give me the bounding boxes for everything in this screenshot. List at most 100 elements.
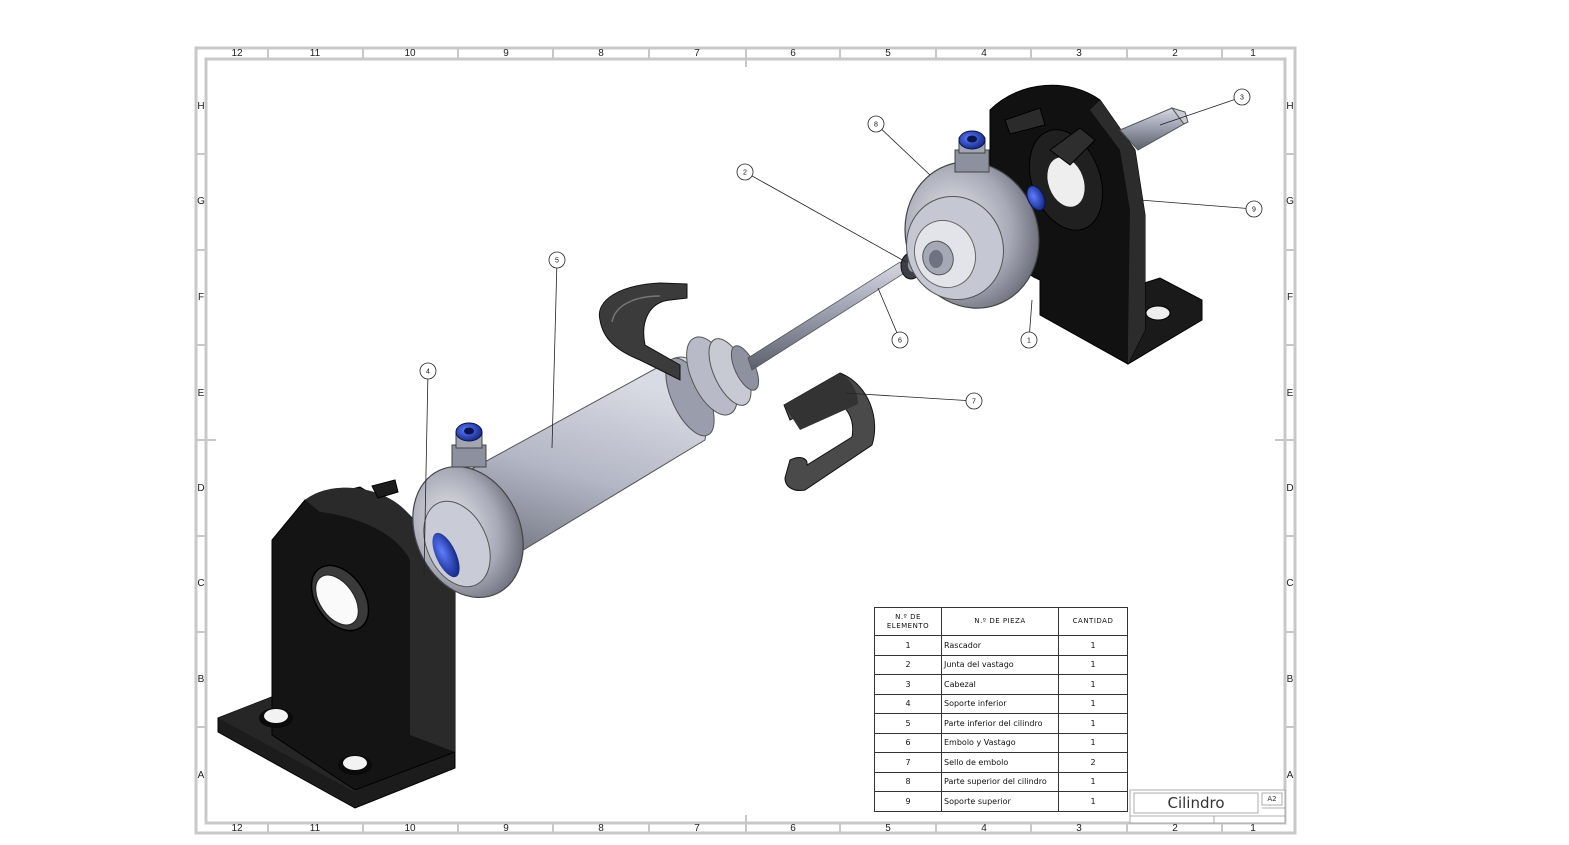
bom-item-number: 2	[874, 654, 942, 675]
balloon-2: 2	[736, 163, 754, 181]
zone-col-label: 8	[598, 823, 604, 834]
zone-row-label: G	[1286, 196, 1294, 207]
bom-row: 1 Rascador 1	[874, 635, 1128, 656]
zone-row-label: H	[1286, 101, 1293, 112]
lower-cylinder	[412, 336, 760, 599]
balloon-8: 8	[867, 115, 885, 133]
balloon-4-label: 4	[426, 369, 430, 376]
balloon-6: 6	[891, 331, 909, 349]
bom-header-part: N.º DE PIEZA	[941, 607, 1059, 636]
zone-row-label: F	[1287, 292, 1293, 303]
upper-seal	[598, 282, 688, 381]
bom-item-number: 3	[874, 674, 942, 695]
zone-row-label: E	[1287, 388, 1294, 399]
zone-row-label: C	[1286, 578, 1293, 589]
zone-col-label: 2	[1172, 48, 1178, 59]
upper-cylinder	[904, 107, 1189, 309]
zone-col-label: 7	[694, 823, 700, 834]
balloon-8-label: 8	[874, 122, 878, 129]
bom-item-number: 4	[874, 693, 942, 714]
drawing-title: Cilindro	[1167, 794, 1225, 812]
sheet-size: A2	[1267, 795, 1277, 803]
zone-col-label: 1	[1250, 48, 1256, 59]
zone-col-label: 10	[404, 823, 416, 834]
bom-row: 8 Parte superior del cilindro 1	[874, 771, 1128, 792]
zone-col-label: 11	[310, 823, 321, 834]
zone-col-label: 3	[1076, 823, 1082, 834]
bom-quantity: 1	[1058, 654, 1128, 675]
zone-row-label: G	[197, 196, 205, 207]
bom-quantity: 1	[1058, 693, 1128, 714]
zone-row-label: D	[197, 483, 204, 494]
balloon-7: 7	[965, 392, 983, 410]
zone-col-label: 4	[981, 823, 987, 834]
zone-row-label: D	[1286, 483, 1293, 494]
bom-quantity: 1	[1058, 713, 1128, 734]
zone-row-label: A	[1287, 770, 1294, 781]
zone-row-label: E	[198, 388, 205, 399]
zone-col-label: 7	[694, 48, 700, 59]
bom-part-name: Parte inferior del cilindro	[941, 713, 1059, 734]
zone-col-label: 11	[310, 48, 321, 59]
bom-part-name: Rascador	[941, 635, 1059, 656]
balloon-6-label: 6	[898, 338, 902, 345]
zone-col-label: 12	[231, 48, 243, 59]
balloons: 3 9 8 2 1 6 7 5	[419, 88, 1263, 410]
title-block-frame	[1129, 789, 1286, 824]
zone-col-label: 5	[885, 823, 891, 834]
zone-row-label: H	[197, 101, 204, 112]
zone-labels-right: H G F E D C B A	[1286, 101, 1294, 781]
zone-ticks	[196, 48, 1295, 833]
bom-part-name: Embolo y Vastago	[941, 732, 1059, 753]
bom-item-number: 8	[874, 771, 942, 792]
bom-part-name: Sello de embolo	[941, 752, 1059, 773]
bom-part-name: Cabezal	[941, 674, 1059, 695]
balloon-1-label: 1	[1027, 338, 1031, 345]
bom-part-name: Parte superior del cilindro	[941, 771, 1059, 792]
zone-col-label: 2	[1172, 823, 1178, 834]
zone-col-label: 1	[1250, 823, 1256, 834]
zone-col-label: 3	[1076, 48, 1082, 59]
leader-lines	[423, 96, 1255, 576]
zone-col-label: 9	[503, 48, 509, 59]
bill-of-materials: N.º DE ELEMENTO N.º DE PIEZA CANTIDAD 1 …	[874, 607, 1128, 812]
bom-row: 6 Embolo y Vastago 1	[874, 732, 1128, 753]
zone-col-label: 4	[981, 48, 987, 59]
balloon-5-label: 5	[555, 258, 559, 265]
balloon-9-label: 9	[1252, 207, 1256, 214]
zone-col-label: 10	[404, 48, 416, 59]
bom-item-number: 1	[874, 635, 942, 656]
zone-col-label: 8	[598, 48, 604, 59]
balloon-2-label: 2	[743, 170, 747, 177]
zone-col-label: 6	[790, 48, 796, 59]
bom-part-name: Junta del vastago	[941, 654, 1059, 675]
lower-bracket	[217, 479, 456, 809]
zone-row-label: A	[198, 770, 205, 781]
bom-quantity: 1	[1058, 771, 1128, 792]
zone-col-label: 5	[885, 48, 891, 59]
bom-item-number: 9	[874, 791, 942, 812]
bom-part-name: Soporte inferior	[941, 693, 1059, 714]
piston-rod	[747, 252, 922, 371]
bom-row: 7 Sello de embolo 2	[874, 752, 1128, 773]
balloon-1: 1	[1020, 331, 1038, 349]
bom-header-item: N.º DE ELEMENTO	[874, 607, 942, 636]
bom-quantity: 1	[1058, 674, 1128, 695]
bom-item-number: 7	[874, 752, 942, 773]
balloon-3-label: 3	[1240, 95, 1244, 102]
zone-row-label: C	[197, 578, 204, 589]
bom-part-name: Soporte superior	[941, 791, 1059, 812]
bom-quantity: 1	[1058, 791, 1128, 812]
bom-quantity: 1	[1058, 732, 1128, 753]
bom-quantity: 1	[1058, 635, 1128, 656]
zone-labels-left: H G F E D C B A	[197, 101, 205, 781]
balloon-9: 9	[1245, 200, 1263, 218]
zone-col-label: 6	[790, 823, 796, 834]
zone-labels-bottom: 12 11 10 9 8 7 6 5 4 3 2 1	[231, 823, 1256, 834]
bom-item-number: 6	[874, 732, 942, 753]
zone-col-label: 12	[231, 823, 243, 834]
bom-header-row: N.º DE ELEMENTO N.º DE PIEZA CANTIDAD	[874, 607, 1128, 636]
bom-header-qty: CANTIDAD	[1058, 607, 1128, 636]
balloon-7-label: 7	[972, 399, 976, 406]
